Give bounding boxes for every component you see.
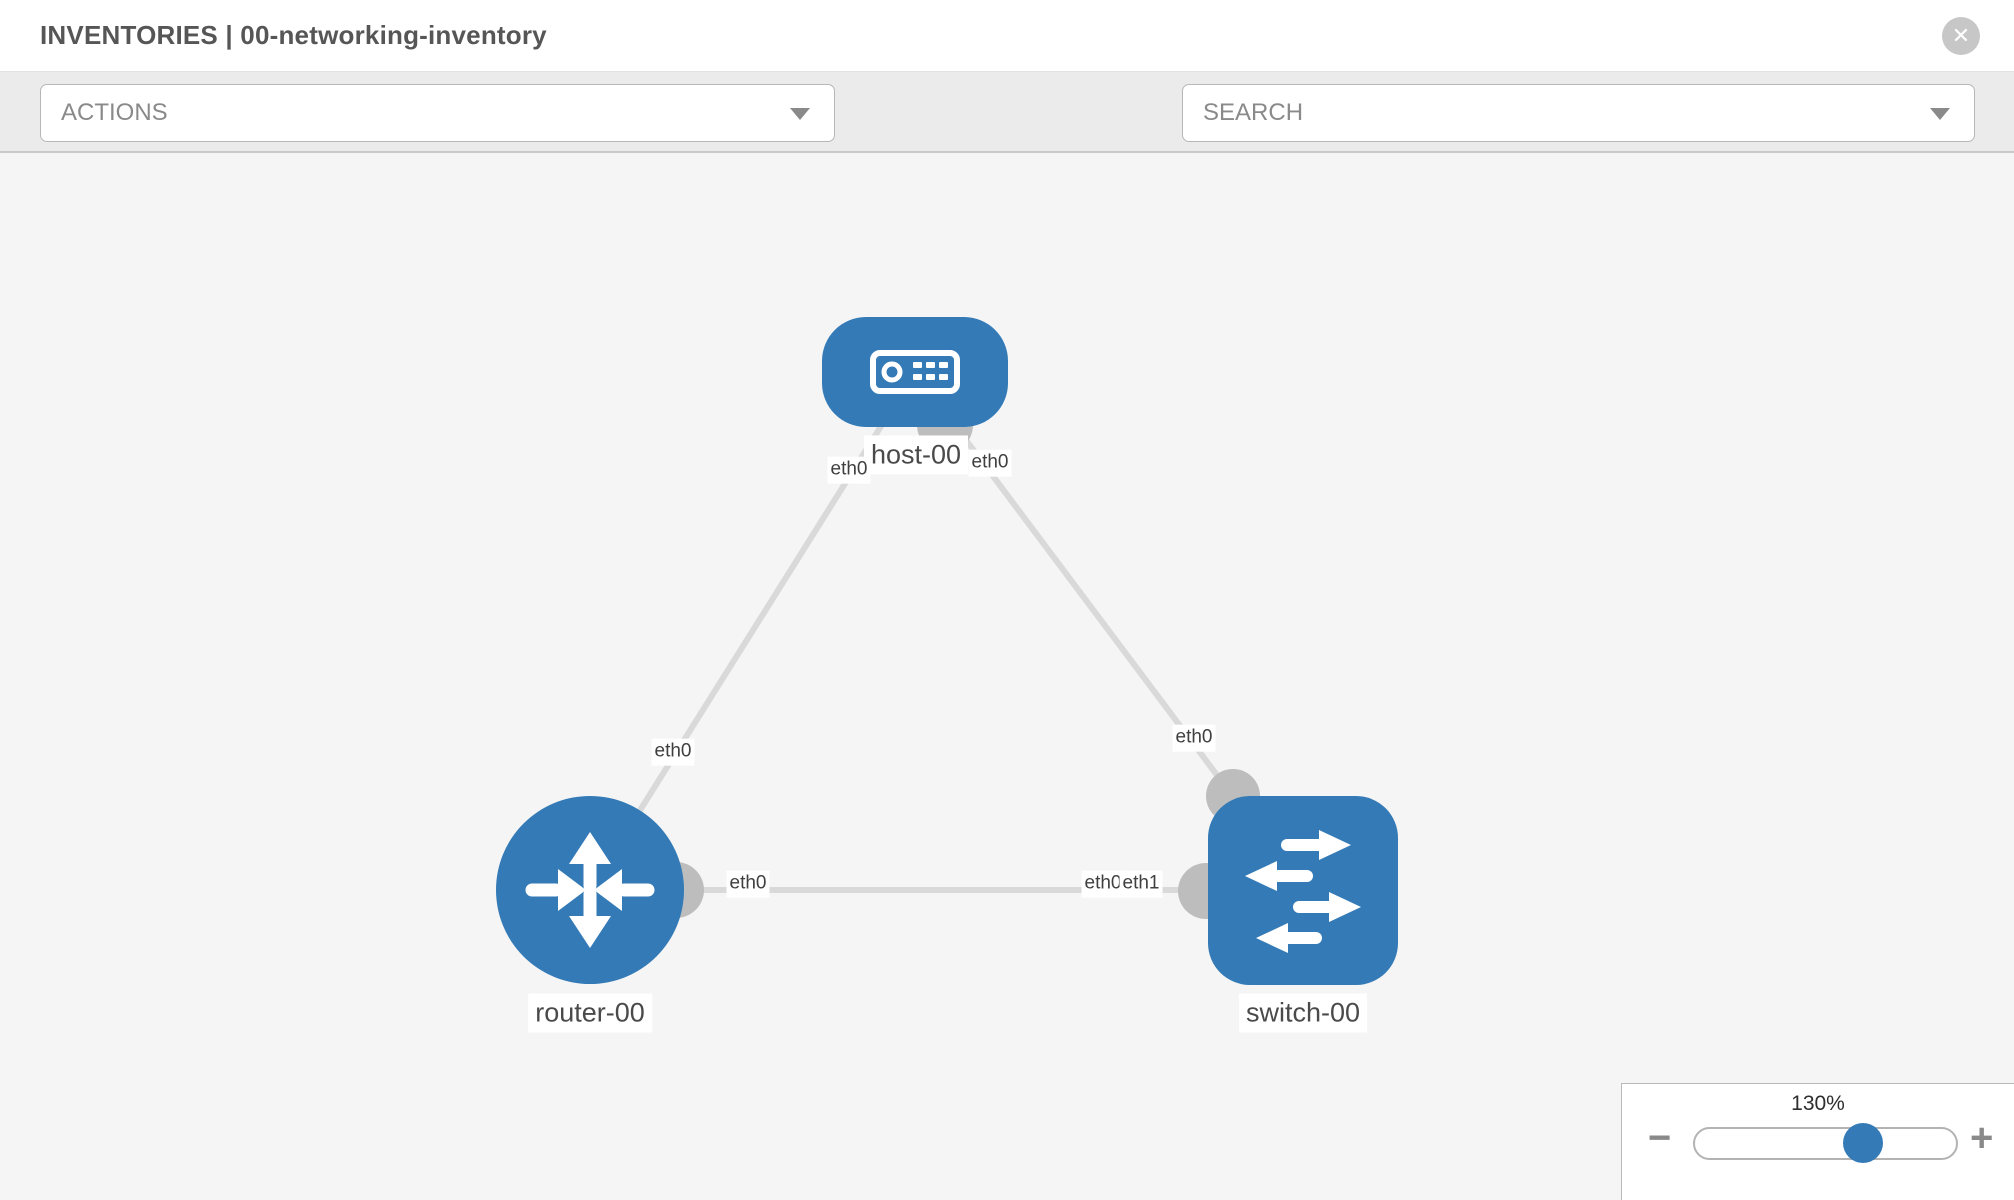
server-icon: [870, 350, 960, 394]
node-host-00[interactable]: [822, 317, 1008, 427]
search-dropdown[interactable]: SEARCH: [1182, 84, 1975, 142]
chevron-down-icon: [790, 108, 810, 120]
zoom-level-value: 130%: [1791, 1092, 1845, 1115]
interface-label: eth0: [968, 449, 1012, 477]
node-router-00[interactable]: [496, 796, 684, 984]
chevron-down-icon: [1930, 108, 1950, 120]
zoom-out-button[interactable]: −: [1648, 1116, 1672, 1160]
zoom-in-button[interactable]: +: [1970, 1116, 1994, 1160]
interface-label: eth0: [827, 456, 871, 484]
node-label-router: router-00: [528, 993, 652, 1033]
ports-layer: [648, 397, 1260, 919]
interface-label: eth1: [1119, 870, 1163, 898]
toolbar: ACTIONS SEARCH: [0, 72, 2014, 204]
router-arrows-icon: [525, 832, 655, 948]
actions-dropdown-value: ACTIONS: [61, 99, 168, 126]
interface-label: eth0: [651, 738, 695, 766]
topology-canvas[interactable]: host-00 router-00 switch-00 eth0 eth0 et…: [0, 153, 2014, 1200]
interface-label: eth0: [726, 870, 770, 898]
interface-label-overlapped: eth0: [1081, 870, 1125, 898]
node-label-host: host-00: [863, 435, 969, 475]
node-label-switch: switch-00: [1238, 993, 1368, 1033]
actions-dropdown[interactable]: ACTIONS: [40, 84, 835, 142]
zoom-control-panel: 130% − +: [1621, 1083, 2014, 1200]
switch-arrows-icon: [1245, 830, 1361, 953]
zoom-slider-track[interactable]: [1693, 1127, 1958, 1160]
zoom-slider-thumb[interactable]: [1843, 1123, 1883, 1163]
interface-label: eth0: [1172, 724, 1216, 752]
node-switch-00[interactable]: [1208, 796, 1398, 985]
close-button[interactable]: ✕: [1942, 17, 1980, 55]
topology-svg: [496, 317, 1398, 985]
page-title: INVENTORIES | 00-networking-inventory: [40, 20, 547, 50]
close-icon: ✕: [1951, 23, 1971, 48]
search-dropdown-value: SEARCH: [1203, 99, 1304, 126]
header-bar: INVENTORIES | 00-networking-inventory ✕: [0, 0, 2014, 72]
